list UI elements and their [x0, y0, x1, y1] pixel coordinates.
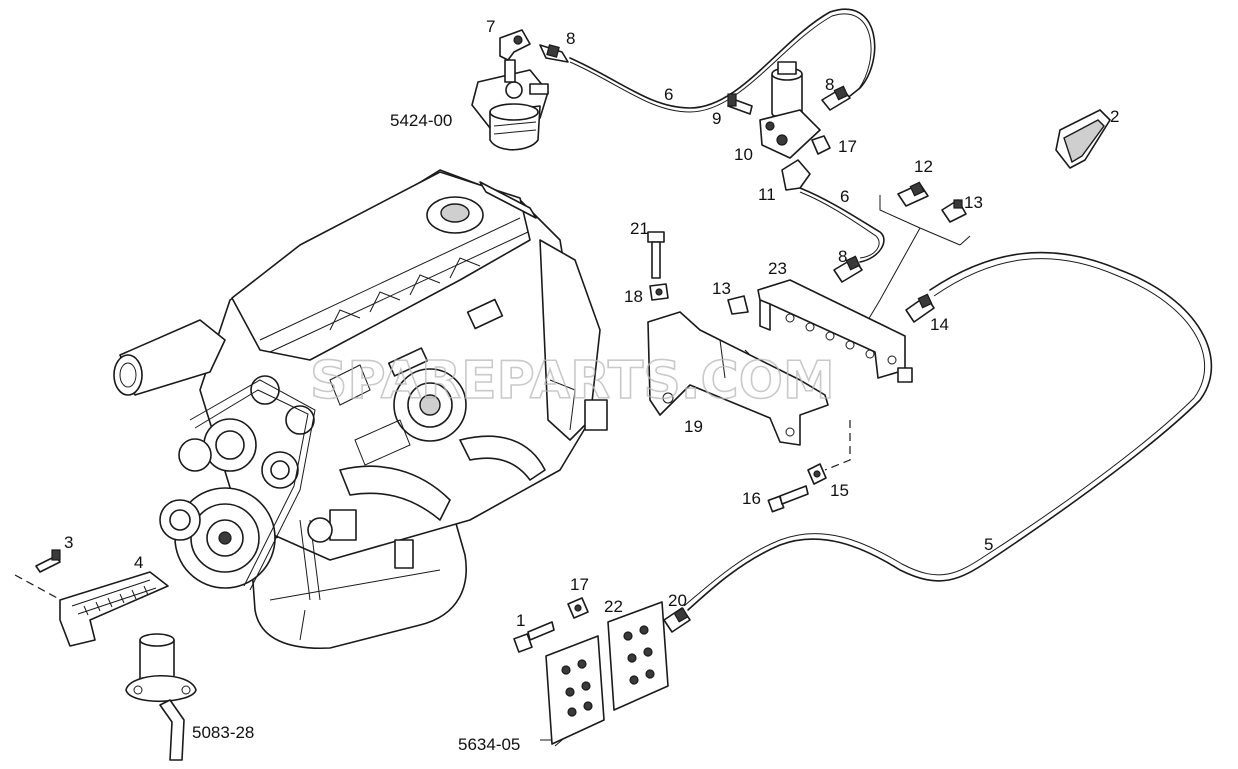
callout-9: 9	[712, 109, 721, 128]
bolt-21-nut-18	[647, 231, 669, 301]
pipe-5	[687, 251, 1213, 611]
callout-10: 10	[734, 145, 753, 164]
callout-15: 15	[830, 481, 849, 500]
reference-codes: 5424-00 5083-28 5634-05	[192, 111, 520, 754]
bracket-23	[757, 279, 913, 383]
callout-8-top: 8	[566, 29, 575, 48]
nut-17-lower	[567, 597, 589, 619]
callout-5: 5	[984, 535, 993, 554]
bolt-3	[35, 549, 61, 573]
engine-block	[113, 169, 608, 650]
heater-assembly	[125, 633, 197, 761]
ref-heater: 5083-28	[192, 723, 254, 742]
callout-16: 16	[742, 489, 761, 508]
callout-17-lower: 17	[570, 575, 589, 594]
solenoid-valve-assembly	[727, 61, 851, 191]
callout-11: 11	[758, 185, 776, 204]
bolt-16-nut-15	[767, 463, 827, 513]
clamp-bracket	[1055, 109, 1111, 169]
callout-7: 7	[486, 17, 495, 36]
mounting-pad-22	[545, 601, 669, 745]
callout-4: 4	[134, 553, 143, 572]
ref-mount: 5634-05	[458, 735, 520, 754]
pipe-6-upper	[569, 8, 876, 109]
callout-17-top: 17	[838, 137, 857, 156]
ref-fuel-filter: 5424-00	[390, 111, 452, 130]
callout-21: 21	[630, 219, 649, 238]
callout-13-left: 13	[712, 279, 731, 298]
callout-20: 20	[668, 591, 687, 610]
bracket-19	[647, 311, 829, 446]
callout-8-right: 8	[825, 75, 834, 94]
heater-element-4	[59, 571, 169, 647]
callout-12: 12	[914, 157, 933, 176]
callout-14: 14	[930, 315, 949, 334]
callout-8-lower: 8	[838, 247, 847, 266]
callout-19: 19	[684, 417, 703, 436]
pipe-6-lower	[799, 187, 885, 263]
fittings	[727, 181, 967, 323]
fitting-20	[663, 607, 691, 633]
callout-13-right: 13	[964, 193, 983, 212]
callout-1: 1	[516, 611, 525, 630]
callout-23: 23	[768, 259, 787, 278]
callout-18: 18	[624, 287, 643, 306]
callout-6-upper: 6	[664, 85, 673, 104]
pipes	[569, 8, 1213, 611]
callout-2: 2	[1110, 107, 1119, 126]
bolt-1	[513, 621, 555, 653]
fuel-filter-assembly	[471, 29, 569, 151]
callout-3: 3	[64, 533, 73, 552]
callout-6-lower: 6	[840, 187, 849, 206]
watermark: SPAREPARTS.COM	[310, 351, 835, 411]
callout-22: 22	[604, 597, 623, 616]
callout-labels: 7 8 6 8 9 10 17 2 12 11 6 13 21 8 23 13 …	[64, 17, 1119, 630]
